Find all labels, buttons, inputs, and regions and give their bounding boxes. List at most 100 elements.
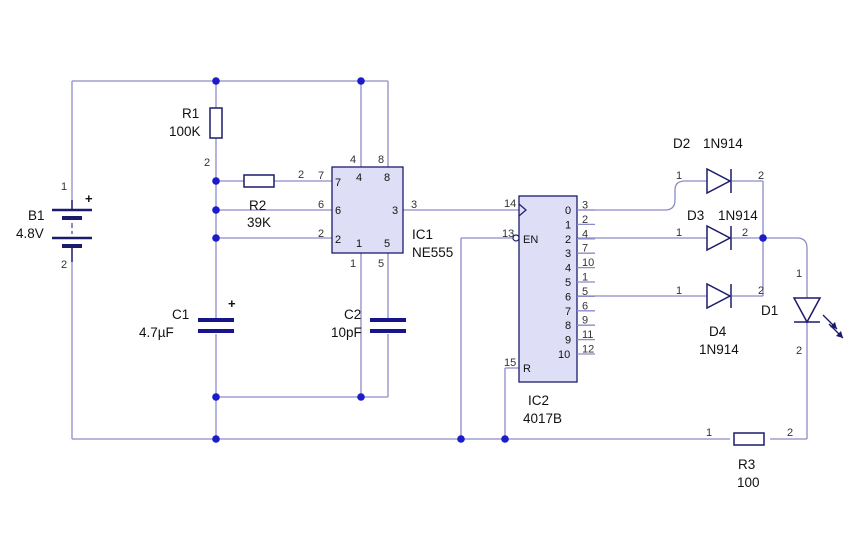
d4-pin-2: 2: [758, 285, 764, 297]
ic1-ref: IC1: [412, 227, 433, 242]
diode-d4: 1 2 D4 1N914: [676, 282, 764, 357]
c1-value: 4.7µF: [139, 325, 174, 340]
ic2-output-3-label: 3: [565, 248, 571, 260]
ic1-pin-6-inner: 6: [335, 205, 341, 217]
junction-dot: [212, 177, 220, 185]
junction-dot: [357, 393, 365, 401]
wires: [71, 80, 808, 440]
ic1-pin-7-outer: 7: [318, 170, 324, 182]
ic1-pin-5-outer: 5: [378, 258, 384, 270]
battery-plus-mark: +: [85, 191, 93, 206]
ic1-pin-8-inner: 8: [384, 172, 390, 184]
d4-value: 1N914: [699, 342, 739, 357]
ic1-pin-7-inner: 7: [335, 177, 341, 189]
led-d1: 1 2 D1: [761, 268, 844, 357]
resistor-r2: R2 39K 2: [243, 169, 304, 230]
ic1-pin-2-outer: 2: [318, 228, 324, 240]
r2-ref: R2: [249, 198, 266, 213]
junction-dot: [212, 393, 220, 401]
ic1-pin-2-inner: 2: [335, 234, 341, 246]
d2-ref: D2: [673, 136, 690, 151]
junction-dot: [212, 435, 220, 443]
ic2-output-pin-number: 2: [582, 214, 588, 226]
d1-pin-2: 2: [796, 345, 802, 357]
d2-pin-1: 1: [676, 170, 682, 182]
ic1-pin-5-inner: 5: [384, 238, 390, 250]
c1-ref: C1: [172, 307, 189, 322]
ic2-output-8-label: 8: [565, 320, 571, 332]
ic2-en-label: EN: [523, 234, 538, 246]
c2-ref: C2: [344, 307, 361, 322]
ic2-output-pin-number: 6: [582, 300, 588, 312]
r3-pin-2: 2: [787, 427, 793, 439]
ic2-output-0-label: 0: [565, 205, 571, 217]
ic1-pin-1-outer: 1: [350, 258, 356, 270]
d4-ref: D4: [709, 324, 727, 339]
b1-pin-2: 2: [61, 259, 67, 271]
d1-pin-1: 1: [796, 268, 802, 280]
d4-pin-1: 1: [676, 285, 682, 297]
r3-ref: R3: [738, 457, 755, 472]
battery-b1: + 1 2 B1 4.8V: [16, 181, 93, 271]
d3-ref: D3: [687, 208, 704, 223]
ic2-pin-13: 13: [502, 228, 514, 240]
ic2-output-6-label: 6: [565, 291, 571, 303]
r3-value: 100: [737, 475, 760, 490]
ic2-output-pin-number: 12: [582, 344, 594, 356]
diode-d2: 1 2 D2 1N914: [673, 136, 764, 195]
ic2-output-7-label: 7: [565, 306, 571, 318]
r1-ref: R1: [182, 106, 199, 121]
ic2-output-2-label: 2: [565, 234, 571, 246]
junction-dot: [212, 234, 220, 242]
ic2-output-5-label: 5: [565, 277, 571, 289]
d3-value: 1N914: [718, 208, 758, 223]
resistor-r1: R1 100K 2: [169, 106, 223, 169]
ic1-pin-6-outer: 6: [318, 199, 324, 211]
junction-dots: [212, 77, 767, 443]
r2-value: 39K: [247, 215, 271, 230]
resistor-r3: 1 2 R3 100: [706, 427, 793, 490]
junction-dot: [212, 206, 220, 214]
ic1-pin-4-inner: 4: [356, 172, 362, 184]
ic2-output-9-label: 9: [565, 335, 571, 347]
b1-value: 4.8V: [16, 226, 44, 241]
junction-dot: [501, 435, 509, 443]
d3-pin-2: 2: [742, 227, 748, 239]
d3-pin-1: 1: [676, 227, 682, 239]
ic2-value: 4017B: [523, 411, 562, 426]
b1-ref: B1: [28, 208, 45, 223]
junction-dot: [457, 435, 465, 443]
r1-value: 100K: [169, 124, 201, 139]
diode-d3: 1 2 D3 1N914: [676, 208, 758, 252]
ic2-output-pin-number: 11: [582, 329, 593, 341]
ic2-output-pin-number: 10: [582, 257, 594, 269]
c1-plus-mark: +: [228, 296, 236, 311]
ic2-output-pin-number: 9: [582, 315, 588, 327]
capacitor-c2: C2 10pF: [331, 307, 406, 340]
ic2-output-pin-number: 7: [582, 243, 588, 255]
junction-dot: [212, 77, 220, 85]
ic1-pin-8-outer: 8: [378, 154, 384, 166]
ic2-output-4-label: 4: [565, 263, 571, 275]
ic2-r-label: R: [523, 363, 531, 375]
r2-pin-2: 2: [298, 169, 304, 181]
ic2-output-pin-number: 3: [582, 200, 588, 212]
ic2-output-pin-number: 5: [582, 286, 588, 298]
ic1-value: NE555: [412, 245, 453, 260]
ic2-ref: IC2: [528, 393, 549, 408]
ic2-output-pin-number: 1: [582, 272, 588, 284]
d1-ref: D1: [761, 303, 778, 318]
ic1-ne555: 7 4 8 6 3 2 1 5 2 6 7 4 8 3 1 5 IC1 NE55…: [318, 154, 453, 270]
ic2-output-10-label: 10: [558, 349, 570, 361]
c2-value: 10pF: [331, 325, 362, 340]
r3-pin-1: 1: [706, 427, 712, 439]
capacitor-c1: + C1 4.7µF: [139, 296, 236, 340]
b1-pin-1: 1: [61, 181, 67, 193]
ic1-pin-3-inner: 3: [392, 205, 398, 217]
junction-dot: [759, 234, 767, 242]
r1-pin-2: 2: [204, 157, 210, 169]
ic1-pin-1-inner: 1: [356, 238, 362, 250]
